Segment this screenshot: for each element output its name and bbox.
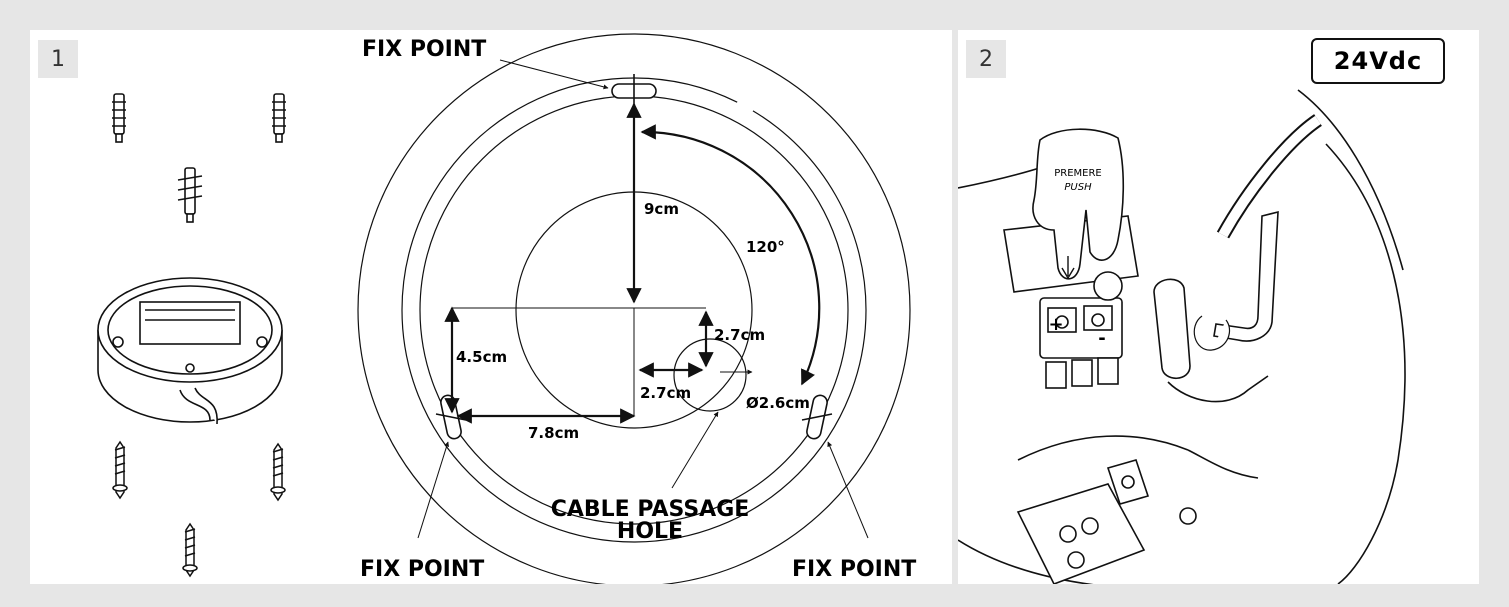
- dim-27cm-vertical-label: 2.7cm: [714, 326, 765, 344]
- press-label-it: PREMERE: [1054, 168, 1102, 179]
- fix-point-label-top: FIX POINT: [362, 37, 486, 62]
- terminal-plus-label: +: [1048, 314, 1063, 335]
- internal-edge: [1017, 435, 1189, 461]
- voltage-badge: 24Vdc: [1311, 38, 1445, 84]
- leader-lines: [417, 59, 869, 539]
- lower-terminal-block-icon: [1016, 459, 1197, 584]
- dim-9cm-label: 9cm: [644, 200, 679, 218]
- fix-point-label-right: FIX POINT: [792, 557, 916, 582]
- step-1-number: 1: [38, 40, 78, 78]
- mounting-base-icon: [97, 277, 283, 425]
- housing-curve: [1297, 89, 1404, 271]
- hand-push-icon: [1032, 128, 1125, 280]
- screw-icon: [270, 442, 286, 502]
- wall-plug-icon: [177, 167, 203, 223]
- housing-curve: [1325, 143, 1406, 584]
- dim-78cm-label: 7.8cm: [528, 424, 579, 442]
- cable-hole-label-line1: CABLE PASSAGE: [551, 497, 750, 522]
- fix-point-slot: [611, 74, 657, 108]
- dim-45cm-label: 4.5cm: [456, 348, 507, 366]
- hex-key-icon: [1193, 210, 1279, 351]
- internal-edge: [1187, 449, 1259, 479]
- screw-icon: [182, 522, 198, 578]
- screw-icon: [112, 440, 128, 500]
- wiring-illustration: PREMERE PUSH + -: [958, 89, 1406, 584]
- wall-plug-icon: [112, 93, 126, 143]
- dim-diameter-label: Ø2.6cm: [746, 394, 810, 412]
- cable-clip-icon: [1153, 278, 1269, 403]
- dim-120deg-label: 120°: [746, 238, 785, 256]
- step-1-panel: 1: [30, 30, 952, 584]
- press-label-en: PUSH: [1064, 182, 1092, 193]
- dim-27cm-horizontal-label: 2.7cm: [640, 384, 691, 402]
- terminal-minus-label: -: [1098, 328, 1105, 349]
- step-2-number: 2: [966, 40, 1006, 78]
- step-2-panel: PREMERE PUSH + - 2 24Vdc: [958, 30, 1479, 584]
- reference-lines: [452, 307, 753, 416]
- mounting-diagram: FIX POINT FIX POINT FIX POINT CABLE PASS…: [97, 33, 916, 584]
- cable-hole-label-line2: HOLE: [617, 519, 683, 544]
- dimension-lines: [444, 102, 821, 424]
- fix-point-slot: [801, 394, 833, 440]
- fix-point-label-left: FIX POINT: [360, 557, 484, 582]
- wall-plug-icon: [272, 93, 286, 143]
